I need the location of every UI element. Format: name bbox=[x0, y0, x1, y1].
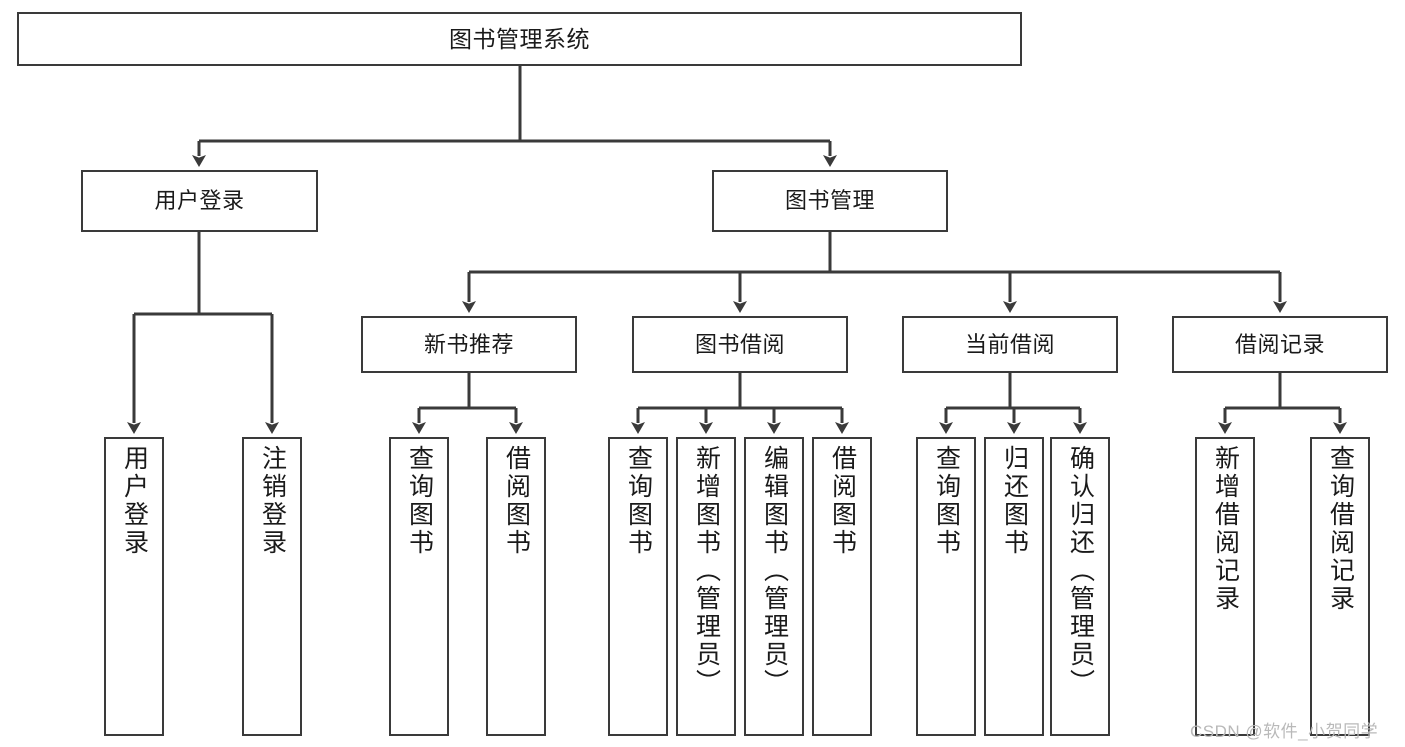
leaf-confirm-return-admin[interactable]: 确认归还（管理员） bbox=[1050, 437, 1110, 736]
leaf-query-book-recommend[interactable]: 查询图书 bbox=[389, 437, 449, 736]
leaf-add-borrow-record[interactable]: 新增借阅记录 bbox=[1195, 437, 1255, 736]
leaf-user-login[interactable]: 用户登录 bbox=[104, 437, 164, 736]
leaf-user-logout[interactable]: 注销登录 bbox=[242, 437, 302, 736]
leaf-add-book-admin[interactable]: 新增图书（管理员） bbox=[676, 437, 736, 736]
node-user-login[interactable]: 用户登录 bbox=[81, 170, 318, 232]
node-root-label: 图书管理系统 bbox=[449, 25, 590, 52]
csdn-watermark: CSDN @软件_小贺同学 bbox=[1190, 722, 1379, 741]
node-new-book-recommend-label: 新书推荐 bbox=[423, 331, 514, 357]
node-current-borrow-label: 当前借阅 bbox=[964, 331, 1055, 357]
leaf-query-book-borrow-label: 查询图书 bbox=[624, 445, 653, 557]
leaf-return-book-label: 归还图书 bbox=[1000, 445, 1029, 557]
leaf-user-logout-label: 注销登录 bbox=[258, 445, 287, 557]
node-book-borrow[interactable]: 图书借阅 bbox=[632, 316, 848, 373]
node-book-management[interactable]: 图书管理 bbox=[712, 170, 948, 232]
leaf-confirm-return-admin-label: 确认归还（管理员） bbox=[1066, 445, 1095, 697]
leaf-add-borrow-record-label: 新增借阅记录 bbox=[1211, 445, 1240, 613]
leaf-query-borrow-record[interactable]: 查询借阅记录 bbox=[1310, 437, 1370, 736]
leaf-borrow-book[interactable]: 借阅图书 bbox=[812, 437, 872, 736]
node-root[interactable]: 图书管理系统 bbox=[17, 12, 1022, 66]
node-new-book-recommend[interactable]: 新书推荐 bbox=[361, 316, 577, 373]
leaf-borrow-book-recommend-label: 借阅图书 bbox=[502, 445, 531, 557]
node-current-borrow[interactable]: 当前借阅 bbox=[902, 316, 1118, 373]
leaf-query-book-current[interactable]: 查询图书 bbox=[916, 437, 976, 736]
leaf-borrow-book-recommend[interactable]: 借阅图书 bbox=[486, 437, 546, 736]
leaf-query-book-current-label: 查询图书 bbox=[932, 445, 961, 557]
node-borrow-record[interactable]: 借阅记录 bbox=[1172, 316, 1388, 373]
node-borrow-record-label: 借阅记录 bbox=[1234, 331, 1325, 357]
leaf-edit-book-admin[interactable]: 编辑图书（管理员） bbox=[744, 437, 804, 736]
leaf-edit-book-admin-label: 编辑图书（管理员） bbox=[760, 445, 789, 697]
node-user-login-label: 用户登录 bbox=[154, 188, 245, 214]
leaf-query-borrow-record-label: 查询借阅记录 bbox=[1326, 445, 1355, 613]
leaf-add-book-admin-label: 新增图书（管理员） bbox=[692, 445, 721, 697]
leaf-query-book-borrow[interactable]: 查询图书 bbox=[608, 437, 668, 736]
leaf-borrow-book-label: 借阅图书 bbox=[828, 445, 857, 557]
node-book-borrow-label: 图书借阅 bbox=[694, 331, 785, 357]
node-book-management-label: 图书管理 bbox=[784, 188, 875, 214]
leaf-return-book[interactable]: 归还图书 bbox=[984, 437, 1044, 736]
leaf-query-book-recommend-label: 查询图书 bbox=[405, 445, 434, 557]
leaf-user-login-label: 用户登录 bbox=[120, 445, 149, 557]
